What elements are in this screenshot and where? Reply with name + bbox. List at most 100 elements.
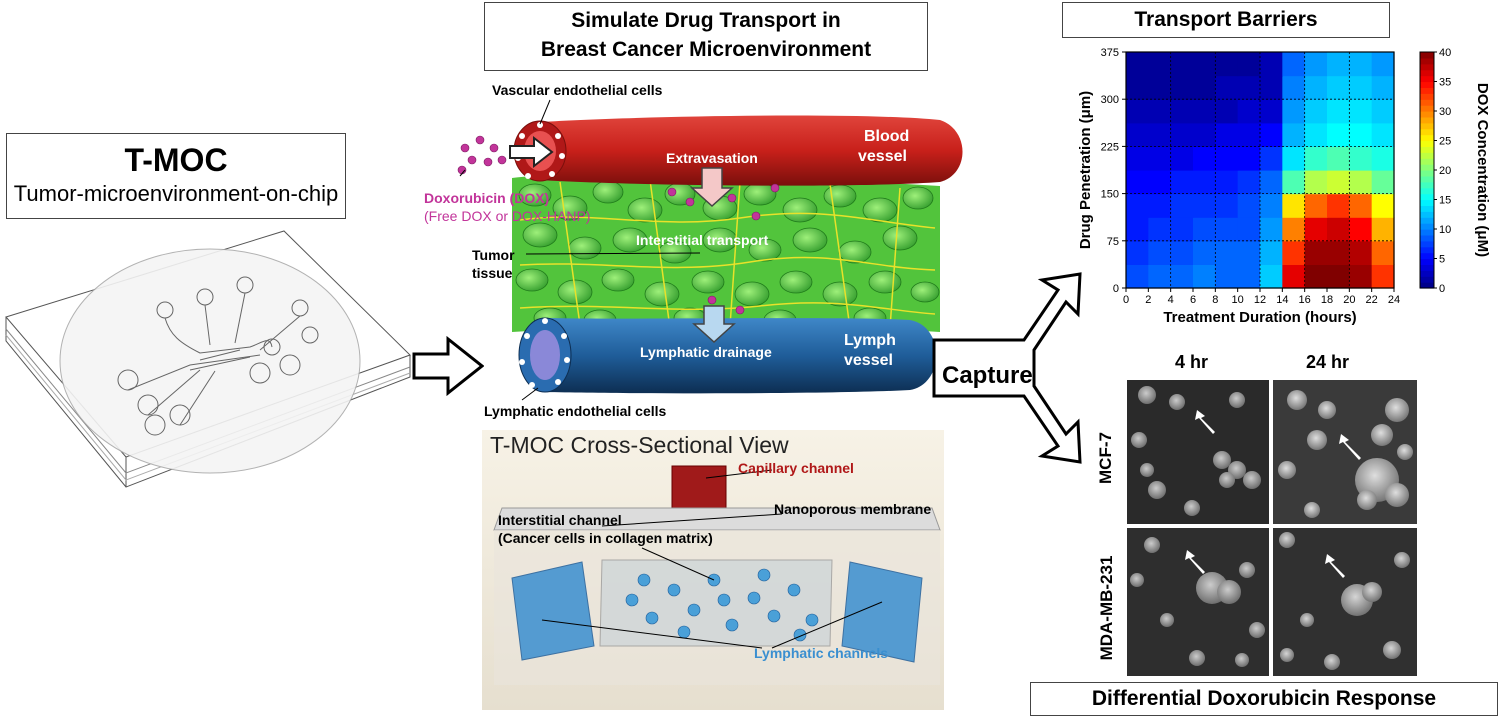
heatmap-cell bbox=[1304, 99, 1328, 124]
heatmap-cell bbox=[1349, 99, 1373, 124]
heatmap-cell bbox=[1148, 99, 1172, 124]
entry-arrow-icon bbox=[509, 135, 554, 169]
heatmap-cell bbox=[1371, 193, 1395, 218]
colorbar-segment bbox=[1420, 282, 1434, 289]
x-tick-label: 10 bbox=[1232, 294, 1244, 306]
heatmap-cell bbox=[1349, 122, 1373, 147]
heatmap-cell bbox=[1371, 264, 1395, 289]
colorbar-segment bbox=[1420, 270, 1434, 277]
heatmap-cell bbox=[1349, 264, 1373, 289]
heatmap-cell bbox=[1260, 170, 1283, 195]
colorbar-segment bbox=[1420, 187, 1434, 195]
heatmap-cell bbox=[1215, 170, 1239, 195]
heatmap-cell bbox=[1260, 146, 1283, 171]
heatmap-cell bbox=[1327, 52, 1350, 77]
x-tick-label: 18 bbox=[1321, 294, 1333, 306]
heatmap-cell bbox=[1327, 99, 1350, 124]
colorbar-tick-label: 20 bbox=[1439, 165, 1451, 177]
heatmap-cell bbox=[1148, 170, 1172, 195]
heatmap-cell bbox=[1237, 217, 1261, 242]
heatmap-cell bbox=[1371, 75, 1395, 100]
microenvironment-diagram bbox=[457, 99, 963, 401]
time-label-24hr: 24 hr bbox=[1306, 352, 1350, 372]
blood-vessel bbox=[513, 115, 963, 186]
label-lymphatic-channels: Lymphatic channels bbox=[754, 645, 889, 661]
middle-title-line2: Breast Cancer Microenvironment bbox=[540, 38, 872, 61]
heatmap-cell bbox=[1148, 146, 1172, 171]
heatmap-cell bbox=[1193, 52, 1216, 77]
barriers-title-box: Transport Barriers bbox=[1062, 2, 1390, 38]
heatmap-cell bbox=[1282, 99, 1306, 124]
arrow-pointer-icon bbox=[1325, 554, 1345, 578]
heatmap-cell bbox=[1282, 217, 1306, 242]
heatmap-cell bbox=[1327, 122, 1350, 147]
response-title-box: Differential Doxorubicin Response bbox=[1030, 682, 1498, 716]
x-tick-label: 14 bbox=[1276, 294, 1288, 306]
x-tick-label: 6 bbox=[1190, 294, 1196, 306]
colorbar-segment bbox=[1420, 146, 1434, 153]
x-tick-label: 20 bbox=[1343, 294, 1355, 306]
colorbar-tick-label: 0 bbox=[1439, 283, 1445, 295]
heatmap-cell bbox=[1327, 240, 1350, 265]
heatmap-cell bbox=[1148, 52, 1172, 77]
heatmap-cell bbox=[1349, 170, 1373, 195]
colorbar-tick-label: 10 bbox=[1439, 224, 1451, 236]
heatmap-cell bbox=[1260, 52, 1283, 77]
heatmap-cell bbox=[1170, 52, 1194, 77]
label-dox-sub: (Free DOX or DOX-HANP) bbox=[424, 208, 591, 224]
colorbar-tick-label: 40 bbox=[1439, 47, 1451, 59]
heatmap-cell bbox=[1260, 122, 1283, 147]
heatmap-cell bbox=[1260, 99, 1283, 124]
label-tumor: Tumor bbox=[472, 247, 515, 263]
heatmap-cell bbox=[1260, 240, 1283, 265]
micrograph-mda-4hr bbox=[1127, 528, 1269, 676]
colorbar-segment bbox=[1420, 199, 1434, 206]
colorbar-segment bbox=[1420, 181, 1434, 189]
label-tissue: tissue bbox=[472, 265, 513, 281]
heatmap-cell bbox=[1215, 146, 1239, 171]
heatmap-cell bbox=[1126, 217, 1149, 242]
heatmap-cell bbox=[1371, 146, 1395, 171]
heatmap-cell bbox=[1327, 217, 1350, 242]
heatmap-cell bbox=[1193, 193, 1216, 218]
capture-label: Capture bbox=[942, 362, 1033, 389]
heatmap-cell bbox=[1193, 122, 1216, 147]
colorbar-segment bbox=[1420, 63, 1434, 71]
colorbar-tick-label: 5 bbox=[1439, 254, 1445, 266]
colorbar-segment bbox=[1420, 234, 1434, 242]
colorbar-segment bbox=[1420, 229, 1434, 236]
colorbar-segment bbox=[1420, 140, 1434, 147]
heatmap-cell bbox=[1215, 240, 1239, 265]
heatmap-cell bbox=[1170, 170, 1194, 195]
heatmap-cell bbox=[1282, 170, 1306, 195]
heatmap-cell bbox=[1193, 264, 1216, 289]
colorbar-segment bbox=[1420, 217, 1434, 224]
micrograph-grid bbox=[1127, 380, 1417, 676]
colorbar-segment bbox=[1420, 211, 1434, 218]
tmoc-subtitle: Tumor-microenvironment-on-chip bbox=[13, 181, 339, 206]
heatmap-cell bbox=[1371, 52, 1395, 77]
heatmap-cell bbox=[1349, 146, 1373, 171]
heatmap-cell bbox=[1237, 264, 1261, 289]
cross-section-title: T-MOC Cross-Sectional View bbox=[490, 432, 789, 458]
chip-drawing bbox=[5, 230, 411, 488]
barriers-title: Transport Barriers bbox=[1134, 8, 1318, 31]
heatmap-cell bbox=[1237, 99, 1261, 124]
label-vascular-endothelial: Vascular endothelial cells bbox=[492, 82, 663, 98]
heatmap-cell bbox=[1282, 146, 1306, 171]
heatmap-cell bbox=[1215, 122, 1239, 147]
tmoc-title-box: T-MOC Tumor-microenvironment-on-chip bbox=[6, 133, 346, 219]
heatmap-cell bbox=[1193, 75, 1216, 100]
heatmap-cell bbox=[1170, 193, 1194, 218]
y-tick-label: 225 bbox=[1101, 141, 1119, 153]
heatmap-cell bbox=[1126, 146, 1149, 171]
capture-fork-arrow-icon bbox=[932, 272, 1082, 464]
cell-line-label-mda: MDA-MB-231 bbox=[1097, 555, 1116, 661]
heatmap-cell bbox=[1304, 170, 1328, 195]
colorbar-segment bbox=[1420, 205, 1434, 212]
heatmap-cell bbox=[1282, 240, 1306, 265]
heatmap-cell bbox=[1148, 240, 1172, 265]
colorbar-segment bbox=[1420, 81, 1434, 88]
micrograph-mcf7-24hr bbox=[1273, 380, 1417, 524]
label-lymph: Lymph bbox=[844, 332, 896, 349]
